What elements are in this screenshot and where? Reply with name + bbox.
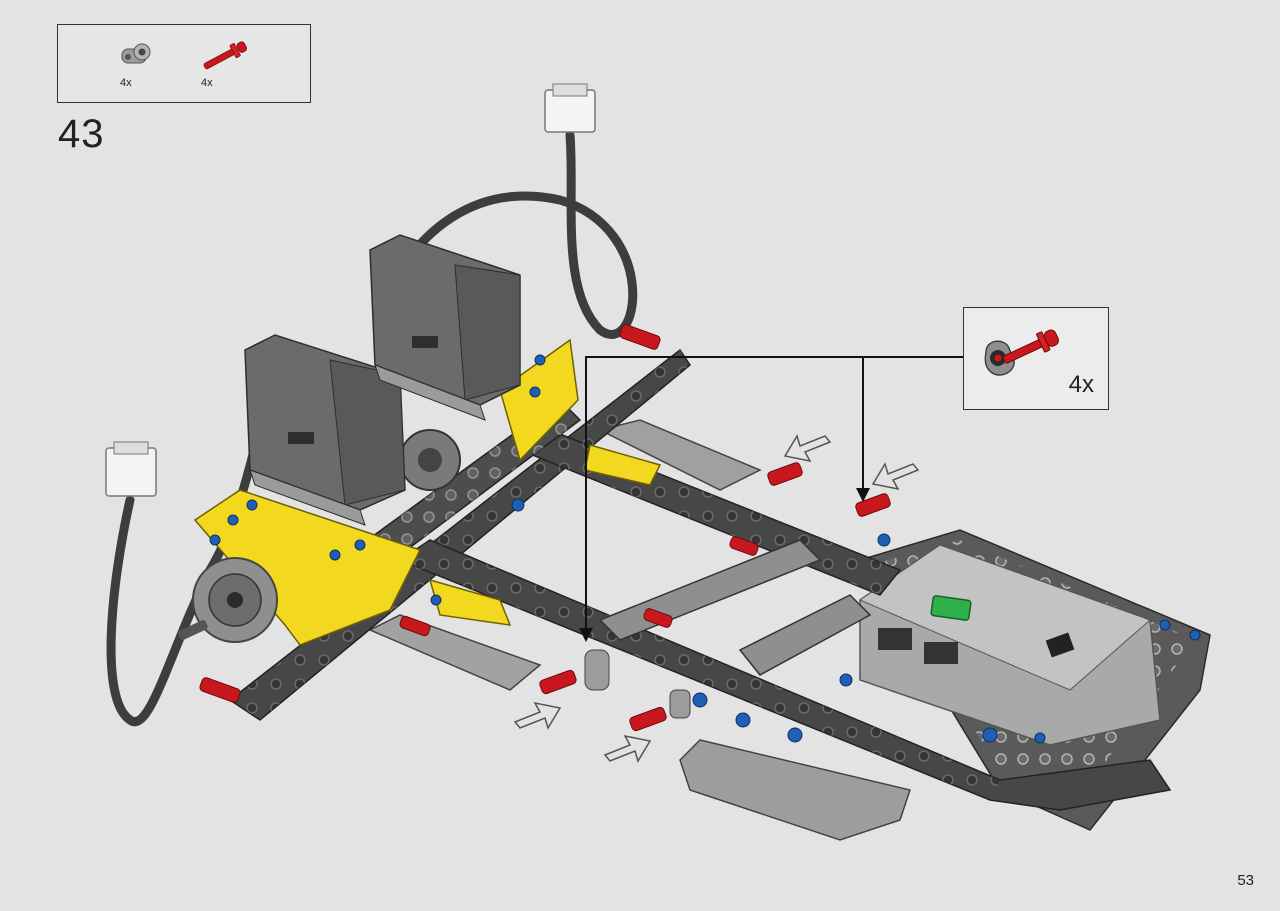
inserting-pins — [539, 462, 891, 732]
hub-port — [1045, 632, 1075, 658]
parts-list-qty-1: 4x — [120, 77, 132, 89]
gray-connector-icon — [121, 43, 151, 64]
motor-front — [244, 334, 406, 526]
red-axle-pin-in-connector-icon — [984, 329, 1060, 376]
parts-list-qty-2: 4x — [201, 77, 213, 89]
hub-button — [930, 595, 972, 621]
dark-beam-2 — [398, 539, 1172, 811]
step-number: 43 — [58, 112, 105, 156]
blue-pins — [209, 354, 1201, 744]
insert-arrow — [513, 434, 920, 763]
cable-plug-lower — [105, 441, 157, 497]
callout-leader-lines — [585, 356, 963, 630]
callout-qty: 4x — [1068, 371, 1094, 398]
red-axle-pin-icon — [203, 41, 247, 70]
arrow-heads — [579, 488, 870, 642]
connector-blocks — [584, 649, 691, 719]
motor-gear — [178, 557, 278, 643]
cable-plug-upper — [544, 83, 596, 133]
red-pins — [199, 324, 759, 703]
rear-gear — [399, 429, 461, 491]
motor-cable-upper — [395, 130, 638, 339]
callout-box: 4x — [963, 307, 1109, 410]
page-number: 53 — [1237, 872, 1254, 889]
hub — [858, 544, 1161, 746]
yellow-frame-left — [193, 489, 422, 646]
yellow-frame-right — [428, 338, 662, 626]
parts-list-box: 4x 4x — [57, 24, 311, 103]
lower-frame — [368, 419, 911, 841]
motor-rear — [369, 234, 521, 421]
